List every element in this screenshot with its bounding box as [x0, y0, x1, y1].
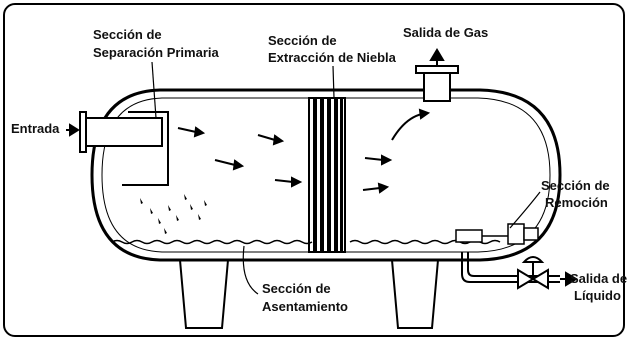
gas-outlet-label: Salida de Gas: [403, 25, 488, 40]
settling-section-label-2: Asentamiento: [262, 299, 348, 314]
inlet-arrow: [66, 123, 80, 137]
gas-outlet-nozzle: [415, 65, 459, 102]
diagram-frame: [3, 3, 625, 337]
liquid-outlet-pipe: [461, 252, 560, 283]
inlet-baffle: [122, 111, 169, 186]
level-controller: [455, 223, 539, 245]
removal-section-label-1: Sección de: [541, 178, 610, 193]
removal-section-label-2: Remoción: [545, 195, 608, 210]
gas-outlet-arrow: [429, 48, 445, 66]
leader-lines: [151, 61, 541, 295]
gas-flow-arrows: [177, 108, 431, 194]
support-legs: [178, 259, 440, 329]
primary-separation-label-2: Separación Primaria: [93, 45, 219, 60]
settling-section-label-1: Sección de: [262, 281, 331, 296]
liquid-outlet-label-2: Líquido: [574, 288, 621, 303]
liquid-outlet-label-1: Salida de: [570, 271, 627, 286]
mist-extraction-label-2: Extracción de Niebla: [268, 50, 397, 65]
liquid-droplets: [140, 194, 207, 234]
primary-separation-label-1: Sección de: [93, 27, 162, 42]
mist-extraction-label-1: Sección de: [268, 33, 337, 48]
inlet-label: Entrada: [11, 121, 60, 136]
inlet-nozzle: [79, 111, 163, 153]
liquid-outlet-arrow: [560, 271, 578, 287]
outlet-valve-icon: [517, 256, 549, 290]
mist-extractor: [308, 97, 346, 253]
